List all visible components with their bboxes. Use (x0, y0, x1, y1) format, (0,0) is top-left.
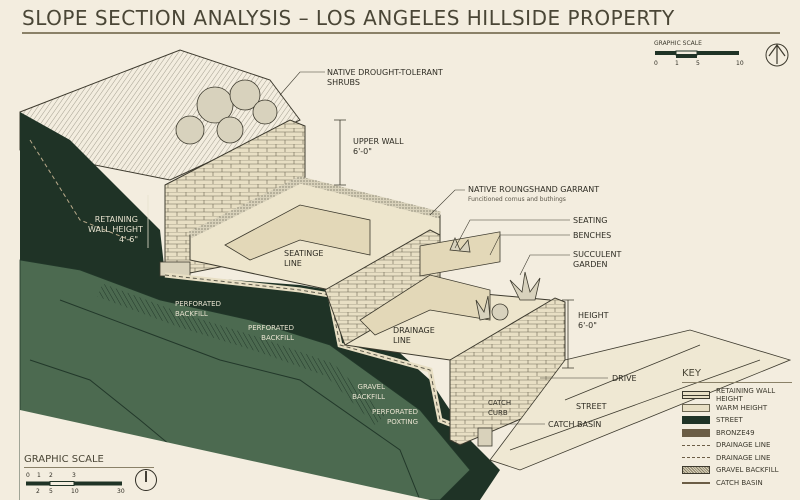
scale-title: GRAPHIC SCALE (654, 40, 702, 47)
graphic-scale-bottom: GRAPHIC SCALE 0 1 2 3 2 5 10 30 (24, 454, 157, 495)
seating-bench-lower (359, 274, 491, 336)
legend-item: RETAINING WALL HEIGHT (682, 387, 800, 403)
legend-item: BRONZE49 (682, 427, 800, 440)
bronze-swatch-icon (682, 428, 710, 437)
scale-tick: 3 (72, 472, 76, 479)
legend-item: WARM HEIGHT (682, 402, 800, 415)
label-benches: BENCHES (573, 231, 612, 240)
seating-bench-upper (224, 204, 371, 261)
scale-tick: 10 (736, 60, 744, 67)
label-street: STREET (576, 402, 607, 411)
shrubs-icon (175, 79, 278, 145)
page-title: SLOPE SECTION ANALYSIS – LOS ANGELES HIL… (22, 6, 675, 30)
cream-swatch-icon (682, 403, 710, 412)
legend-item: DRAINAGE LINE (682, 439, 800, 452)
scale-tick: 2 (36, 488, 40, 495)
scale-tick: 0 (654, 60, 658, 67)
legend-item: STREET (682, 414, 800, 427)
scale-tick: 2 (49, 472, 53, 479)
north-arrow-icon (135, 469, 157, 491)
scale-tick: 10 (71, 488, 79, 495)
graphic-scale-top: GRAPHIC SCALE 0 1 5 10 (654, 40, 789, 67)
scale-tick: 0 (26, 472, 30, 479)
legend-item: CATCH BASIN (682, 477, 800, 490)
scale-tick: 1 (675, 60, 679, 67)
legend-title: KEY (682, 368, 792, 383)
label-seating: SEATING (573, 216, 608, 225)
legend: KEY RETAINING WALL HEIGHT WARM HEIGHT ST… (682, 368, 800, 489)
label-catch-basin: CATCH BASIN (548, 420, 602, 429)
legend-item: GRAVEL BACKFILL (682, 464, 800, 477)
dashed-arrow-icon (682, 444, 710, 446)
scale-tick: 5 (49, 488, 53, 495)
label-drive: DRIVE (612, 374, 637, 383)
solid-arrow-icon (682, 482, 710, 484)
scale-tick: 5 (696, 60, 700, 67)
stipple-swatch-icon (682, 466, 710, 475)
scale-tick: 30 (117, 488, 125, 495)
scale-tick: 1 (37, 472, 41, 479)
legend-item: DRAINAGE LINE (682, 452, 800, 465)
title-divider (22, 32, 780, 34)
brick-swatch-icon (682, 391, 710, 400)
drive-street (489, 329, 792, 471)
dashed-line-icon (682, 457, 710, 459)
scale-bar (26, 481, 122, 486)
succulent-icon (449, 236, 541, 321)
scale-title: GRAPHIC SCALE (24, 454, 154, 468)
scale-bar (655, 50, 739, 58)
north-arrow-icon (765, 43, 789, 67)
dark-green-swatch-icon (682, 416, 710, 425)
